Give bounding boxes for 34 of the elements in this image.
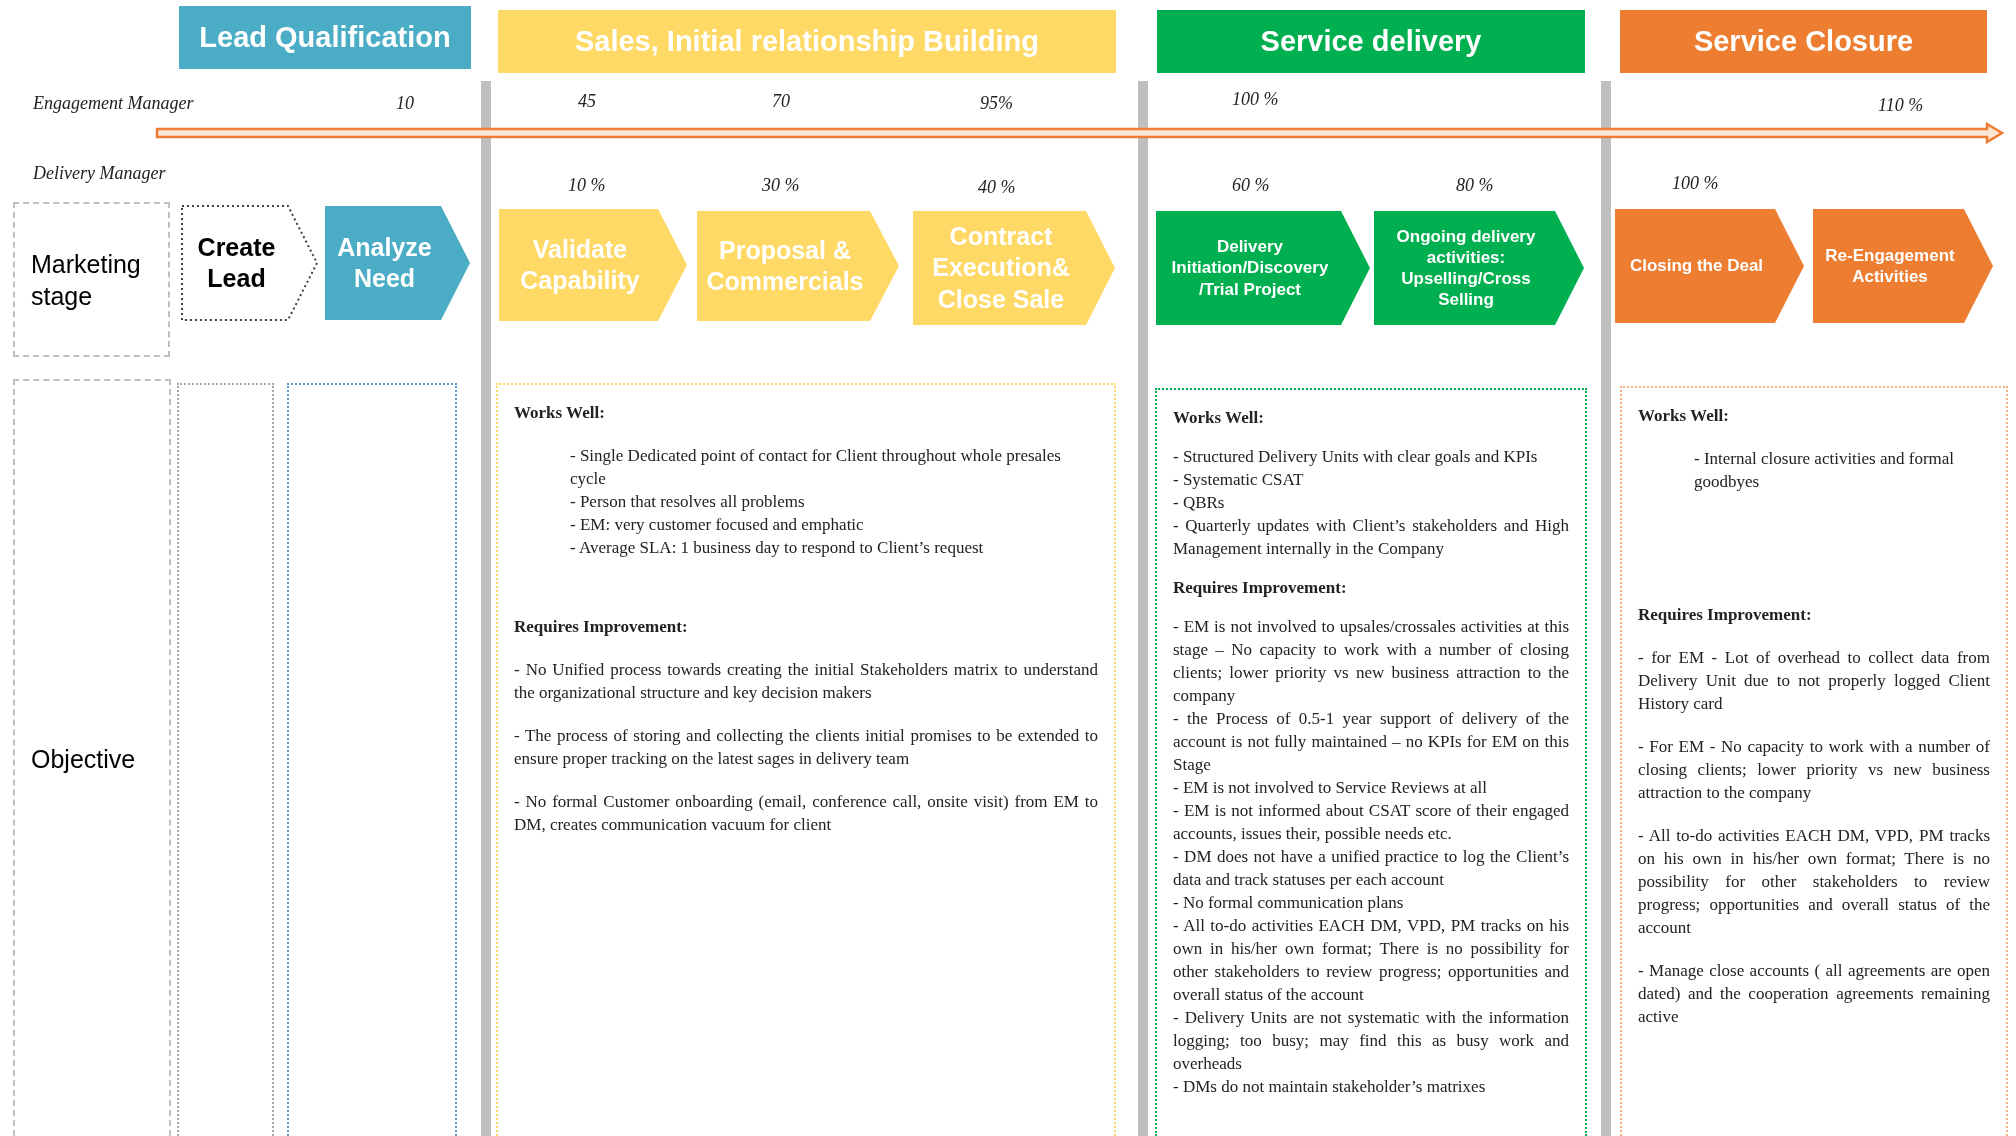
phase-header: Service delivery [1157,10,1585,73]
empty-column-box [287,383,457,1136]
process-step: Create Lead [181,205,318,321]
role-progress-label: 30 % [762,174,800,197]
process-step: Proposal & Commercials [696,210,900,322]
role-progress-label: 80 % [1456,174,1494,197]
phase-header: Lead Qualification [179,6,471,69]
role-progress-label: 95% [980,92,1013,115]
role-progress-label: 100 % [1672,172,1719,195]
notes-panel: Works Well: - Structured Delivery Units with clear goals and KPIs - Systematic CSAT - QBRs - Quarterly updates with Client’s stakeholders and High Management internally in the Company Requires Improvement: - EM is not involved to upsales/crossales activities at this stage – No capacity to work with a number of closing clients; lower priority vs new business attraction to the company - the Process of 0.5-1 year support of delivery of the account is not fully maintained – no KPIs for EM on this Stage - EM is not involved to Service Reviews at all - EM is not informed about CSAT score of their engaged accounts, issues their, possible needs etc. - DM does not have a unified practice to log the Client’s data and track statuses per each account - No formal communication plans - All to-do activities EACH DM, VPD, PM tracks on his own in his/her own format; There is no possibility for other stakeholders to review progress; opportunities and overall status of the account - Delivery Units are not systematic with the information logging; too busy; may find this as busy work and overheads - DMs do not maintain stakeholder’s matrixes [1155,388,1587,1136]
process-step: Analyze Need [324,205,471,321]
role-progress-label: 45 [578,90,596,113]
notes-panel: Works Well: - Internal closure activities and formal goodbyes Requires Improvement: - for EM - Lot of overhead to collect data from Delivery Unit due to not properly logged Client History card - For EM - No capacity to work with a number of closing clients; lower priority vs new business attraction to the company - All to-do activities EACH DM, VPD, PM tracks on his own in his/her own format; There is no possibility for other stakeholders to review progress; opportunities and overall status of the account - Manage close accounts ( all agreements are open dated) and the cooperation agreements remaining active [1620,386,2008,1136]
role-progress-label: 40 % [978,176,1016,199]
row-label-box: Marketing stage [13,202,170,357]
role-progress-label: 60 % [1232,174,1270,197]
process-step: Re-Engagement Activities [1812,208,1994,324]
role-progress-label: 70 [772,90,790,113]
row-label-box: Objective [13,379,171,1136]
process-step: Contract Execution& Close Sale [912,210,1116,326]
empty-column-box [177,383,274,1136]
process-step: Closing the Deal [1614,208,1805,324]
phase-header: Service Closure [1620,10,1987,73]
role-progress-label: 110 % [1878,94,1924,117]
role-progress-label: 10 % [568,174,606,197]
role-progress-label: 100 % [1232,88,1279,111]
role-progress-label: Delivery Manager [33,162,166,185]
role-progress-label: 10 [396,92,414,115]
notes-panel: Works Well: - Single Dedicated point of contact for Client throughout whole presales cycle - Person that resolves all problems - EM: very customer focused and emphatic - Average SLA: 1 business day to respond to Client’s request Requires Improvement: - No Unified process towards creating the initial Stakeholders matrix to understand the organizational structure and key decision makers - The process of storing and collecting the clients initial promises to be extended to ensure proper tracking on the latest sages in delivery team - No formal Customer onboarding (email, conference call, onsite visit) from EM to DM, creates communication vacuum for client [496,383,1116,1136]
phase-header: Sales, Initial relationship Building [498,10,1116,73]
process-step: Validate Capability [498,208,688,322]
process-step: Delivery Initiation/Discovery /Trial Project [1155,210,1371,326]
role-progress-label: Engagement Manager [33,92,194,115]
process-step: Ongoing delivery activities: Upselling/Cross Selling [1373,210,1585,326]
